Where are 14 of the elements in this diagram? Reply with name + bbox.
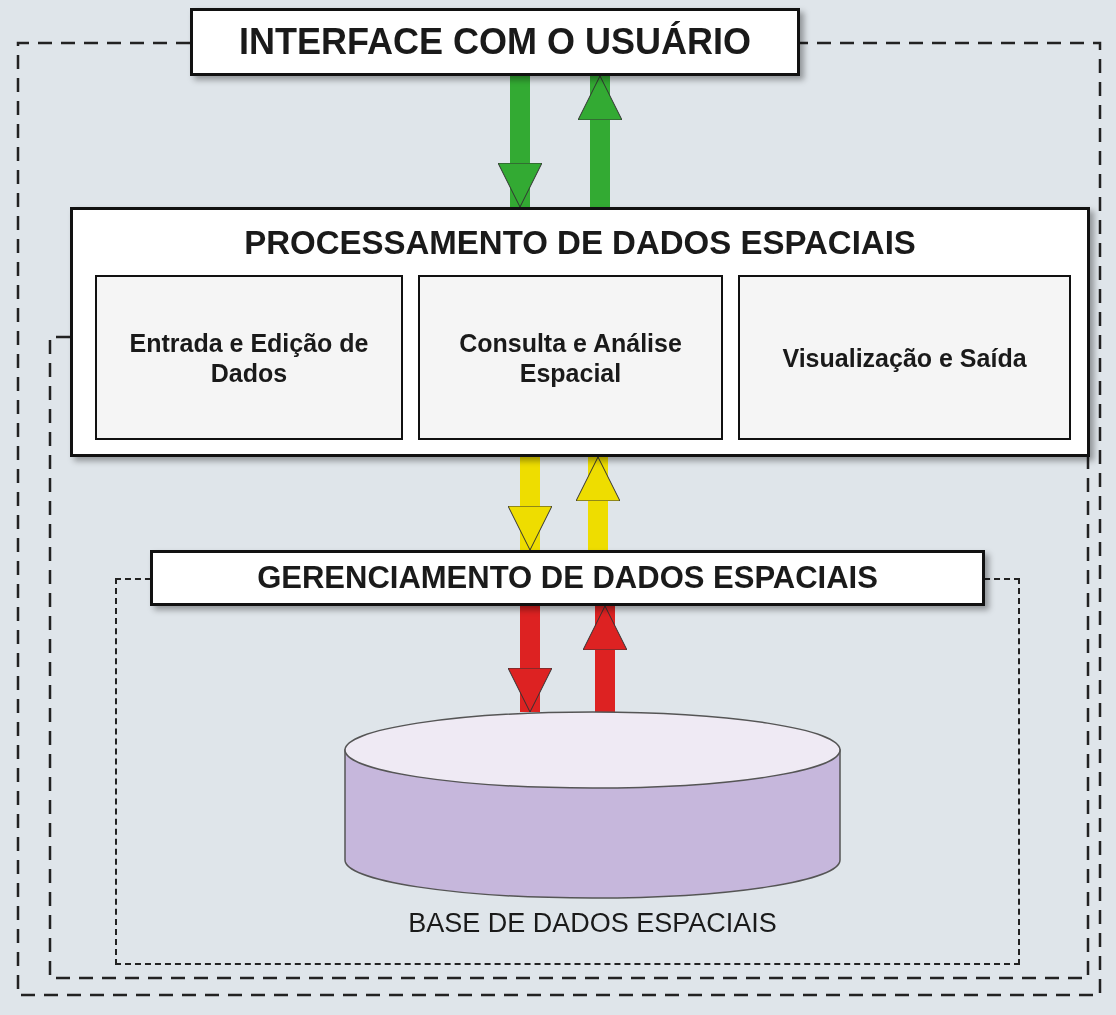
module-box: Visualização e Saída [738, 275, 1071, 440]
module-box: Entrada e Edição de Dados [95, 275, 403, 440]
title-box: INTERFACE COM O USUÁRIO [190, 8, 800, 76]
arrow [577, 75, 623, 207]
module-panel [70, 207, 1090, 457]
arrow [582, 605, 628, 712]
arrow [507, 457, 553, 551]
arrow [575, 456, 621, 550]
panel-heading: PROCESSAMENTO DE DADOS ESPACIAIS [243, 224, 917, 262]
arrow [497, 76, 543, 208]
database-label: BASE DE DADOS ESPACIAIS [407, 908, 778, 939]
arrow [507, 606, 553, 713]
module-box: Consulta e Análise Espacial [418, 275, 723, 440]
heading-box: GERENCIAMENTO DE DADOS ESPACIAIS [150, 550, 985, 606]
